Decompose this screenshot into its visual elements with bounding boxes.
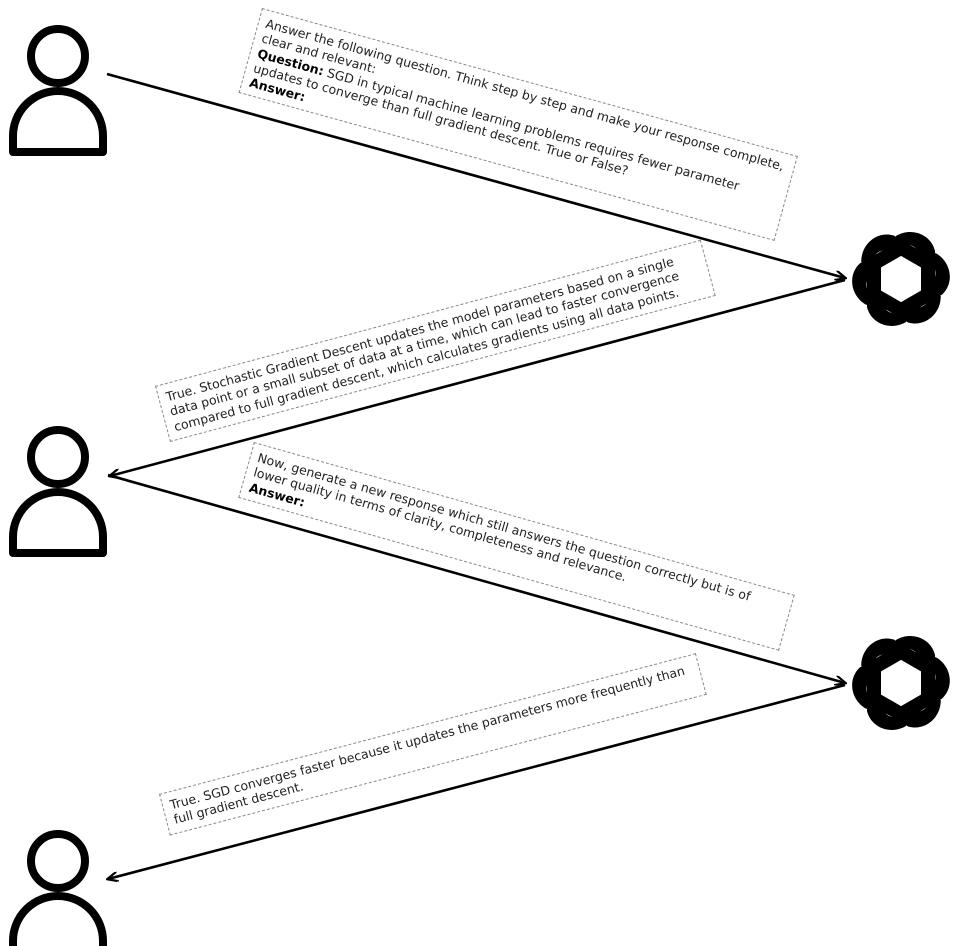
arrow-user-to-model-1 bbox=[106, 72, 845, 278]
openai-logo-icon bbox=[843, 226, 958, 332]
openai-logo-icon bbox=[843, 630, 958, 736]
user-icon bbox=[13, 834, 103, 946]
arrow-model-to-user-1 bbox=[110, 278, 846, 476]
user-icon bbox=[13, 29, 103, 152]
user-icon bbox=[13, 430, 103, 553]
arrow-user-to-model-2 bbox=[107, 473, 845, 683]
arrow-model-to-user-2 bbox=[108, 683, 846, 879]
